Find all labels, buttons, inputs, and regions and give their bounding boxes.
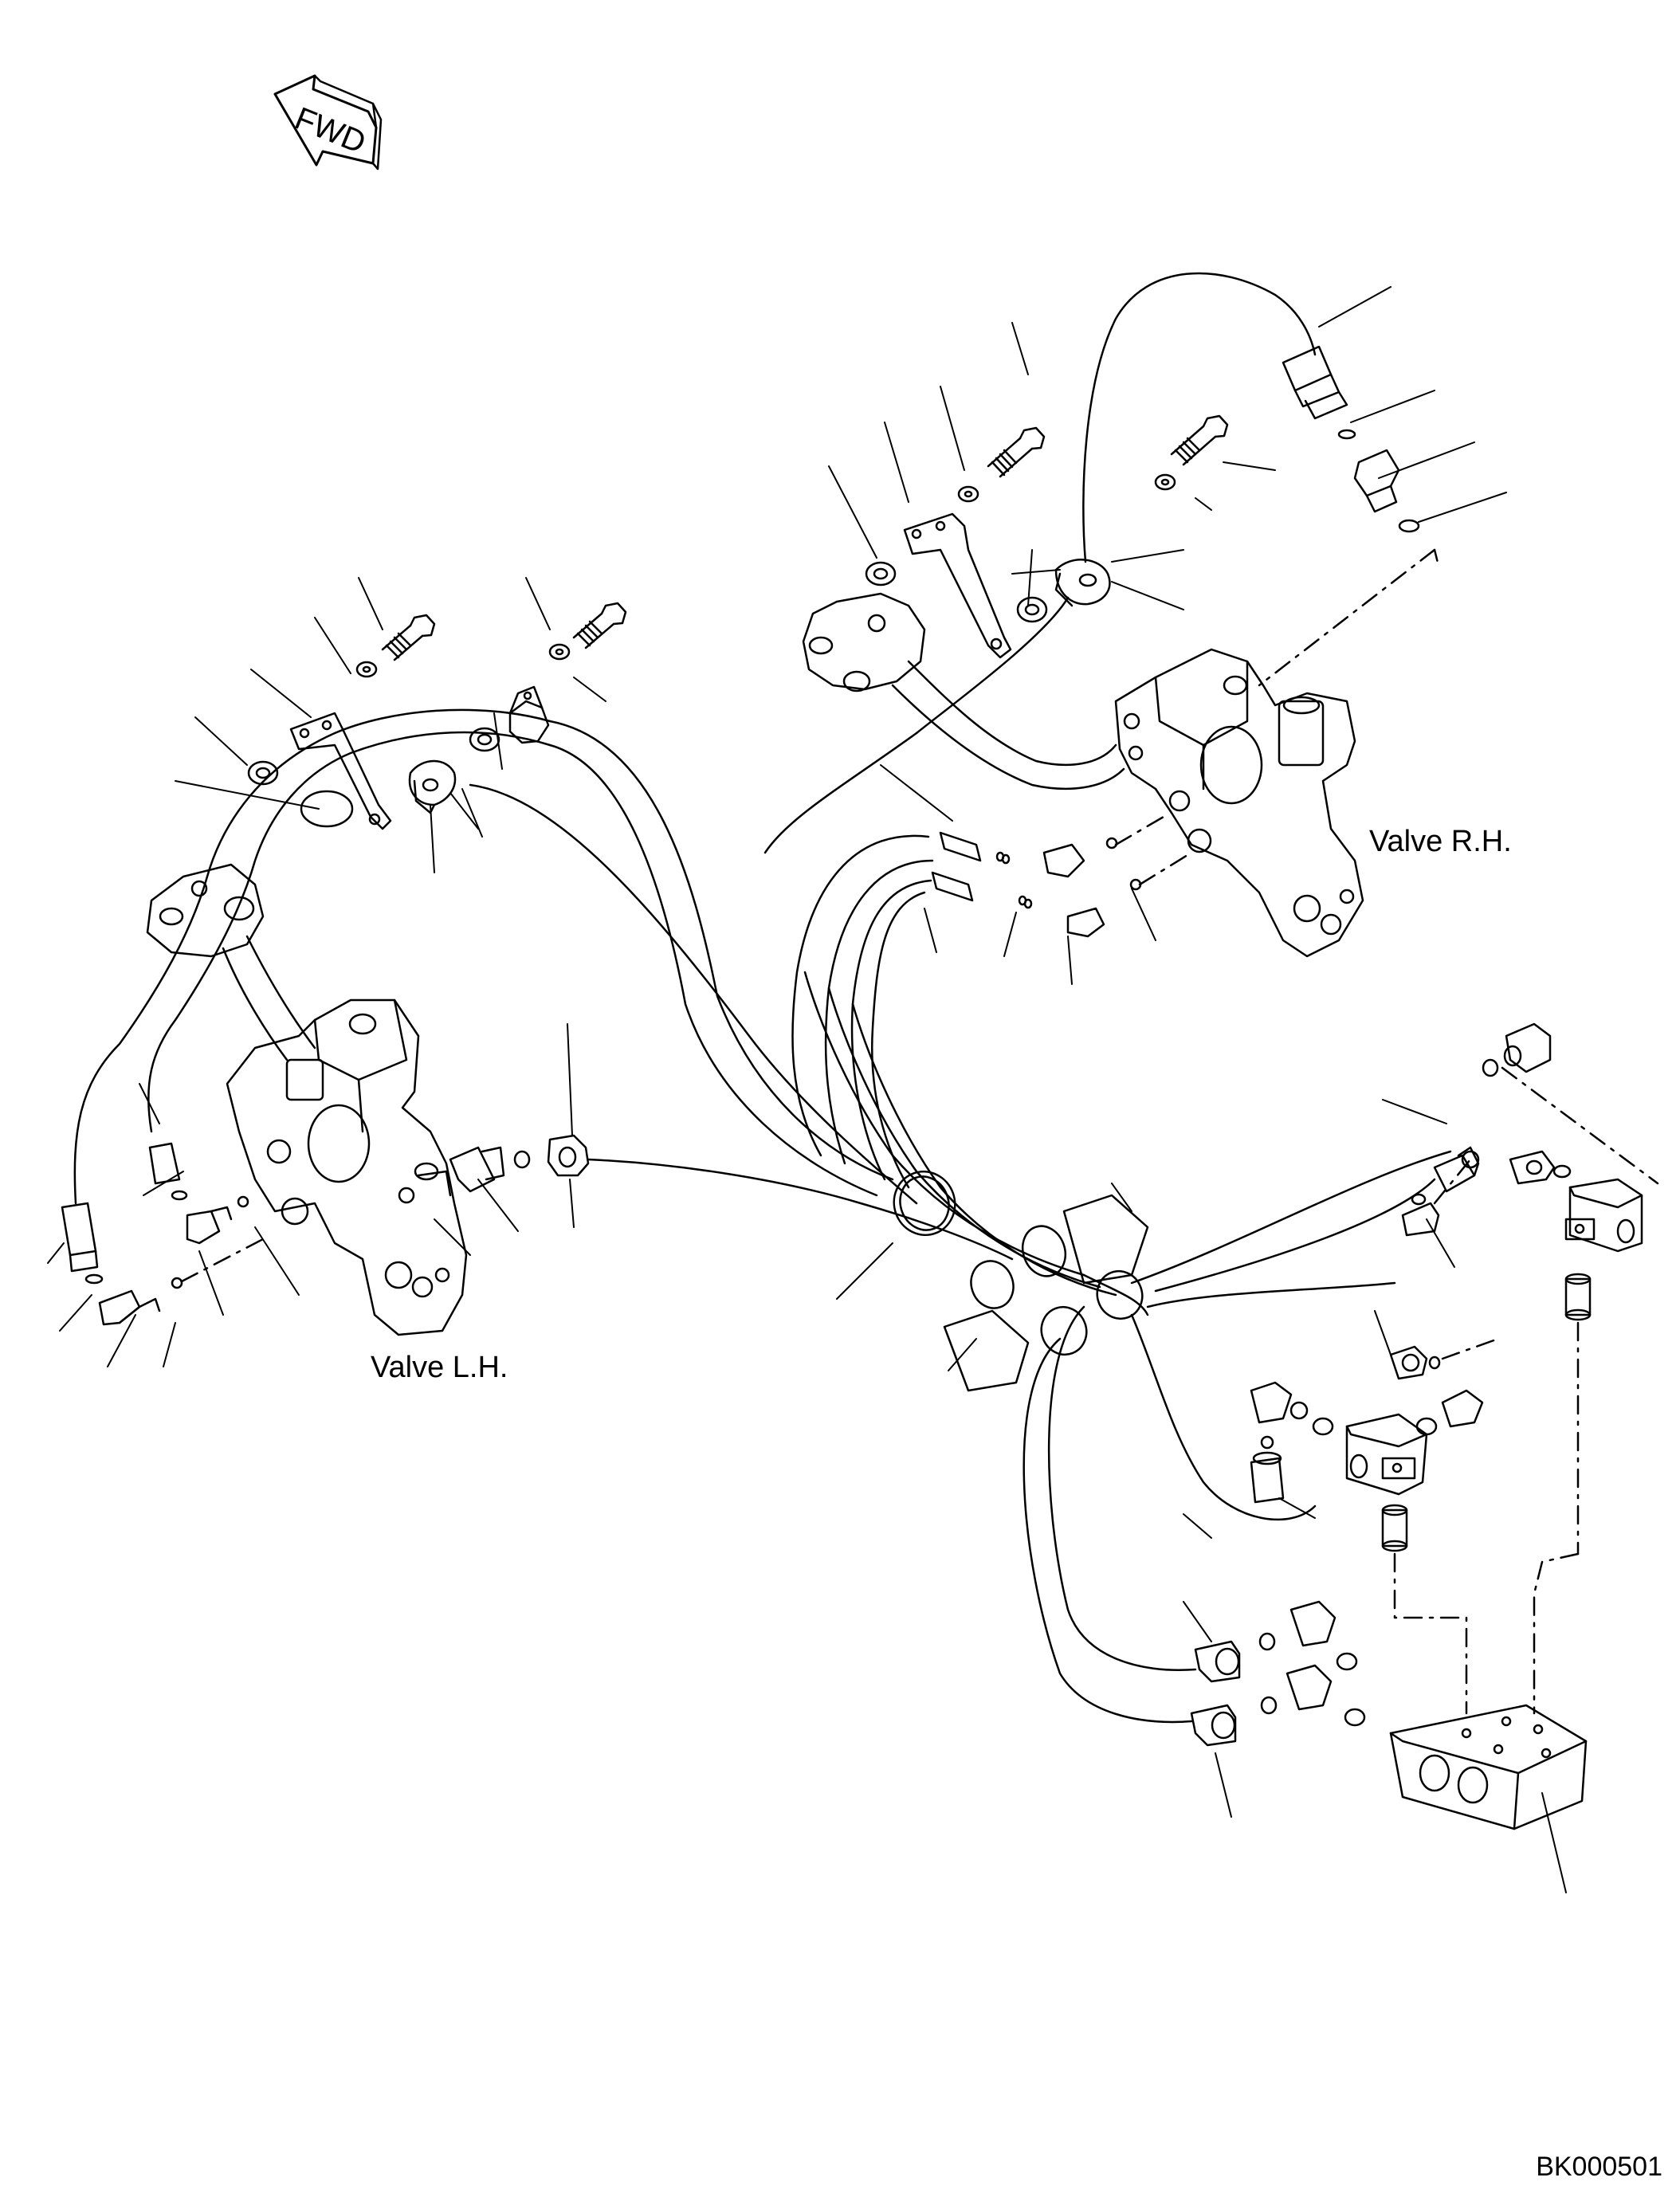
leader-lines [48, 287, 1566, 1893]
valve-rh [803, 594, 1363, 956]
drawing-reference-code: BK000501 [1536, 2152, 1662, 2182]
hose-bundle [805, 972, 1450, 1722]
rh-upper-hose [765, 273, 1439, 853]
lh-hoses [62, 710, 1012, 1324]
valve-lh-label: Valve L.H. [371, 1351, 508, 1384]
fwd-arrow-icon: FWD [275, 76, 381, 169]
fwd-text: FWD [290, 100, 371, 160]
rh-bracket-hardware [866, 416, 1227, 657]
valve-lh [147, 865, 466, 1335]
valve-rh-label: Valve R.H. [1369, 825, 1512, 858]
right-fittings [1191, 1024, 1658, 1829]
lh-bracket-hardware [249, 603, 626, 829]
rh-valve-hoses [792, 817, 1191, 1187]
